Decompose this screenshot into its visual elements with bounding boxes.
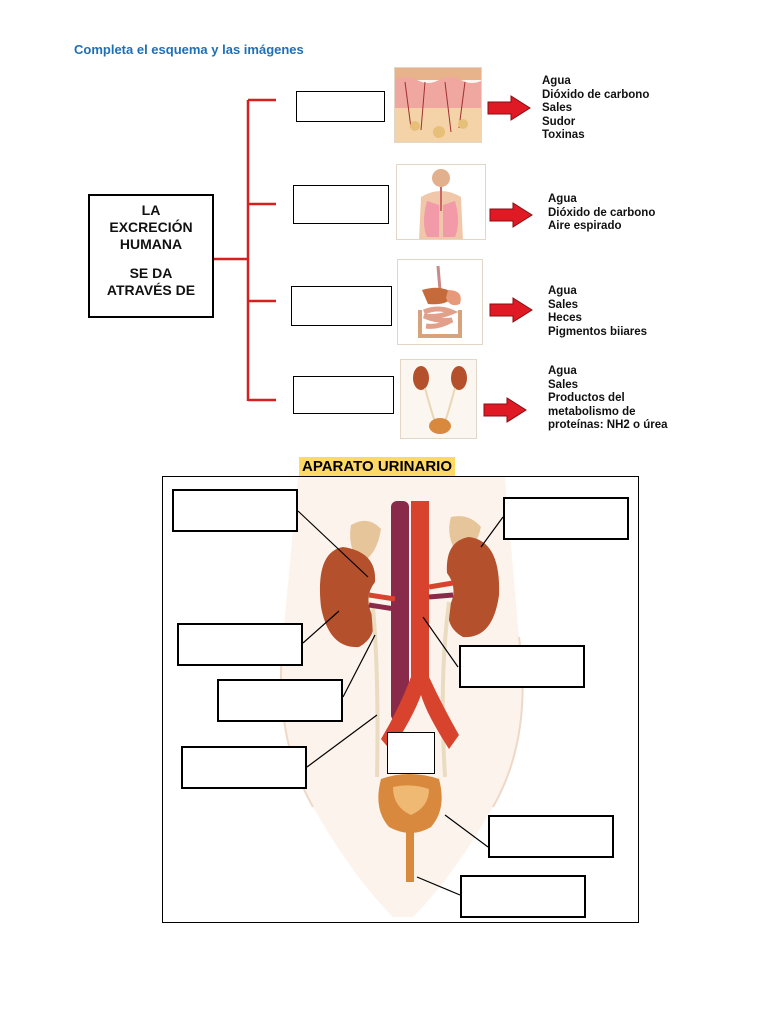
urinary-system-icon [413, 366, 467, 434]
list-item: Dióxido de carbono [548, 206, 656, 219]
answer-box-organ-2[interactable] [293, 185, 389, 224]
list-item: Sales [542, 102, 573, 114]
list-item: Sudor [542, 115, 576, 128]
list-item: Agua [548, 365, 577, 377]
main-line-4: SE DA [129, 265, 173, 281]
digestive-system-icon [418, 265, 462, 338]
answer-box-organ-1[interactable] [296, 91, 385, 122]
label-box-right-kidney[interactable] [503, 497, 629, 540]
list-item: Sales [548, 378, 579, 391]
list-item: proteínas: NH2 o úrea [548, 419, 668, 431]
page-title: Completa el esquema y las imágenes [74, 42, 304, 57]
digestive-image [397, 259, 483, 345]
label-box-bladder[interactable] [488, 815, 614, 858]
list-item: Agua [548, 285, 577, 297]
arrow-right-icon [487, 95, 531, 121]
respiratory-image [396, 164, 486, 240]
urinary-system-illustration [280, 477, 524, 917]
list-item: metabolismo de [548, 405, 636, 418]
main-line-1: LA [141, 202, 161, 218]
excretion-list-urinary: Agua Sales Productos del metabolismo de … [548, 365, 668, 433]
excretion-list-lungs: Agua Dióxido de carbono Aire espirado [548, 193, 655, 234]
excretion-list-skin: Agua Dióxido de carbono Sales Sudor Toxi… [542, 75, 649, 143]
urinary-thumb-image [400, 359, 477, 439]
list-item: Dióxido de carbono [542, 88, 650, 101]
list-item: Pigmentos biiares [548, 325, 648, 338]
label-box-urethra[interactable] [460, 875, 586, 918]
label-box-kidney[interactable] [177, 623, 303, 666]
label-box-vein[interactable] [181, 746, 307, 789]
excretion-main-box: LA EXCRECIÓN HUMANA SE DA ATRAVÉS DE [88, 194, 214, 318]
list-item: Productos del [548, 392, 625, 404]
list-item: Agua [548, 193, 577, 205]
arrow-right-icon [489, 202, 533, 228]
list-item: Toxinas [542, 129, 585, 141]
label-box-vessel-small[interactable] [387, 732, 435, 774]
excretion-list-digestive: Agua Sales Heces Pigmentos biiares [548, 285, 647, 339]
label-box-ureter[interactable] [217, 679, 343, 722]
arrow-right-icon [489, 297, 533, 323]
label-box-artery[interactable] [459, 645, 585, 688]
list-item: Heces [548, 312, 582, 324]
skin-cross-section-icon [395, 68, 481, 142]
list-item: Sales [548, 298, 579, 311]
answer-box-organ-4[interactable] [293, 376, 394, 414]
main-line-5: ATRAVÉS DE [106, 282, 196, 298]
answer-box-organ-3[interactable] [291, 286, 392, 326]
list-item: Agua [542, 75, 571, 87]
main-line-2: EXCRECIÓN [109, 219, 193, 235]
arrow-right-icon [483, 397, 527, 423]
list-item: Aire espirado [548, 220, 622, 232]
main-line-3: HUMANA [119, 236, 183, 252]
urinary-diagram-frame [162, 476, 639, 923]
label-box-adrenal-gland[interactable] [172, 489, 298, 532]
red-bracket [214, 98, 276, 402]
respiratory-system-icon [419, 169, 463, 239]
section-title-urinary: APARATO URINARIO [299, 457, 455, 476]
skin-image [394, 67, 482, 143]
